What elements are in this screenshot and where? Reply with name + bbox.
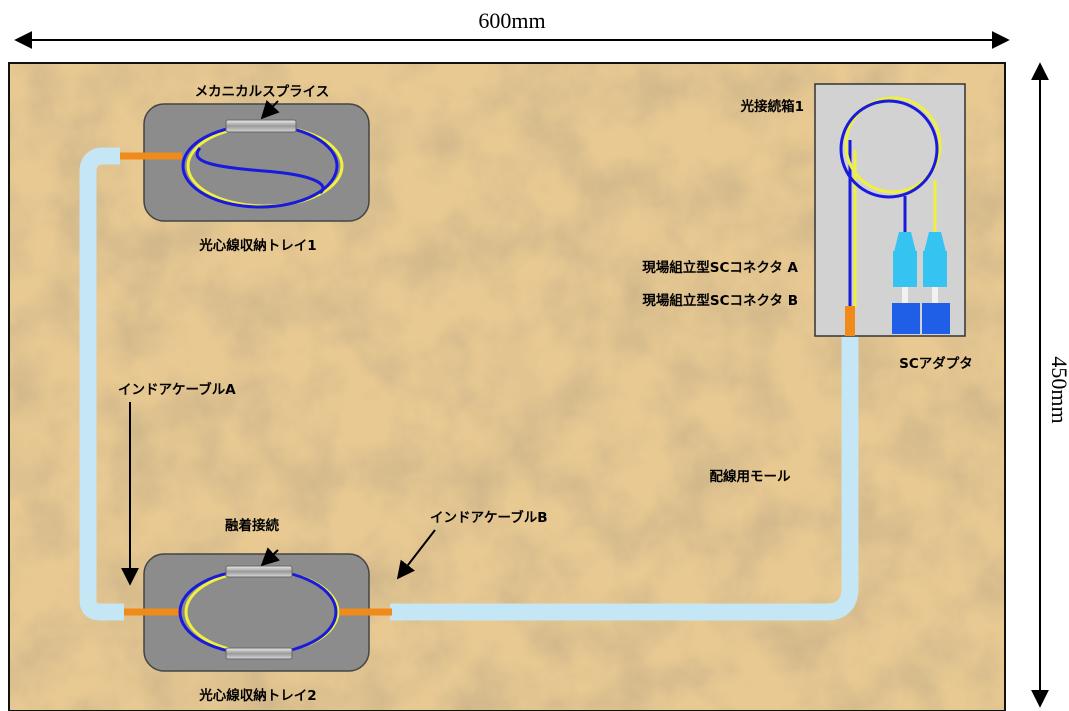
- fusion-splice-pointer: [260, 547, 280, 567]
- sc-connector-a-label: 現場組立型SCコネクタ A: [642, 259, 798, 276]
- fiber-crossover-1: [195, 147, 325, 195]
- sc-connector-a-left-body: [893, 251, 917, 287]
- indoor-cable-b-label: インドアケーブルB: [430, 509, 547, 526]
- sc-connector-a-left-boot: [894, 232, 916, 252]
- mechanical-splice-pointer: [260, 100, 280, 120]
- height-dimension-label: 450mm: [1047, 356, 1069, 423]
- wiring-molding-label: 配線用モール: [710, 468, 791, 485]
- mechanical-splice-label: メカニカルスプライス: [195, 84, 330, 100]
- junction-box-label: 光接続箱1: [740, 98, 804, 115]
- indoor-cable-a-label: インドアケーブルA: [118, 381, 236, 398]
- box-fiber-loop-blue: [839, 99, 939, 199]
- sc-adapter-right: [922, 303, 950, 334]
- sc-connector-a-right-body: [923, 251, 947, 287]
- mechanical-splice-part: [225, 119, 297, 133]
- junction-box-body: [814, 83, 966, 337]
- connector-ferrule-right: [932, 287, 938, 303]
- wiring-molding: [79, 147, 859, 621]
- tray-1-label: 光心線収納トレイ1: [198, 237, 316, 254]
- fusion-splice-sleeve-bottom: [225, 647, 293, 660]
- indoor-cable-b-pointer: [396, 529, 436, 580]
- tray-2-label: 光心線収納トレイ2: [198, 687, 316, 704]
- sc-connector-b-label: 現場組立型SCコネクタ B: [642, 292, 798, 309]
- optical-junction-box: [814, 83, 966, 337]
- width-dimension-label: 600mm: [478, 8, 545, 33]
- box-cable-entry: [845, 306, 855, 336]
- sc-adapter-left: [892, 303, 920, 334]
- sc-adapter-label: SCアダプタ: [899, 355, 973, 372]
- fusion-splice-label: 融着接続: [225, 517, 279, 534]
- box-fiber-loop-yellow: [844, 96, 942, 194]
- sc-connector-a-right-boot: [924, 232, 946, 252]
- connector-ferrule-left: [902, 287, 908, 303]
- fiber-storage-tray-1: [120, 103, 370, 222]
- fusion-splice-sleeve-top: [225, 565, 293, 578]
- fiber-storage-tray-2: [124, 553, 392, 672]
